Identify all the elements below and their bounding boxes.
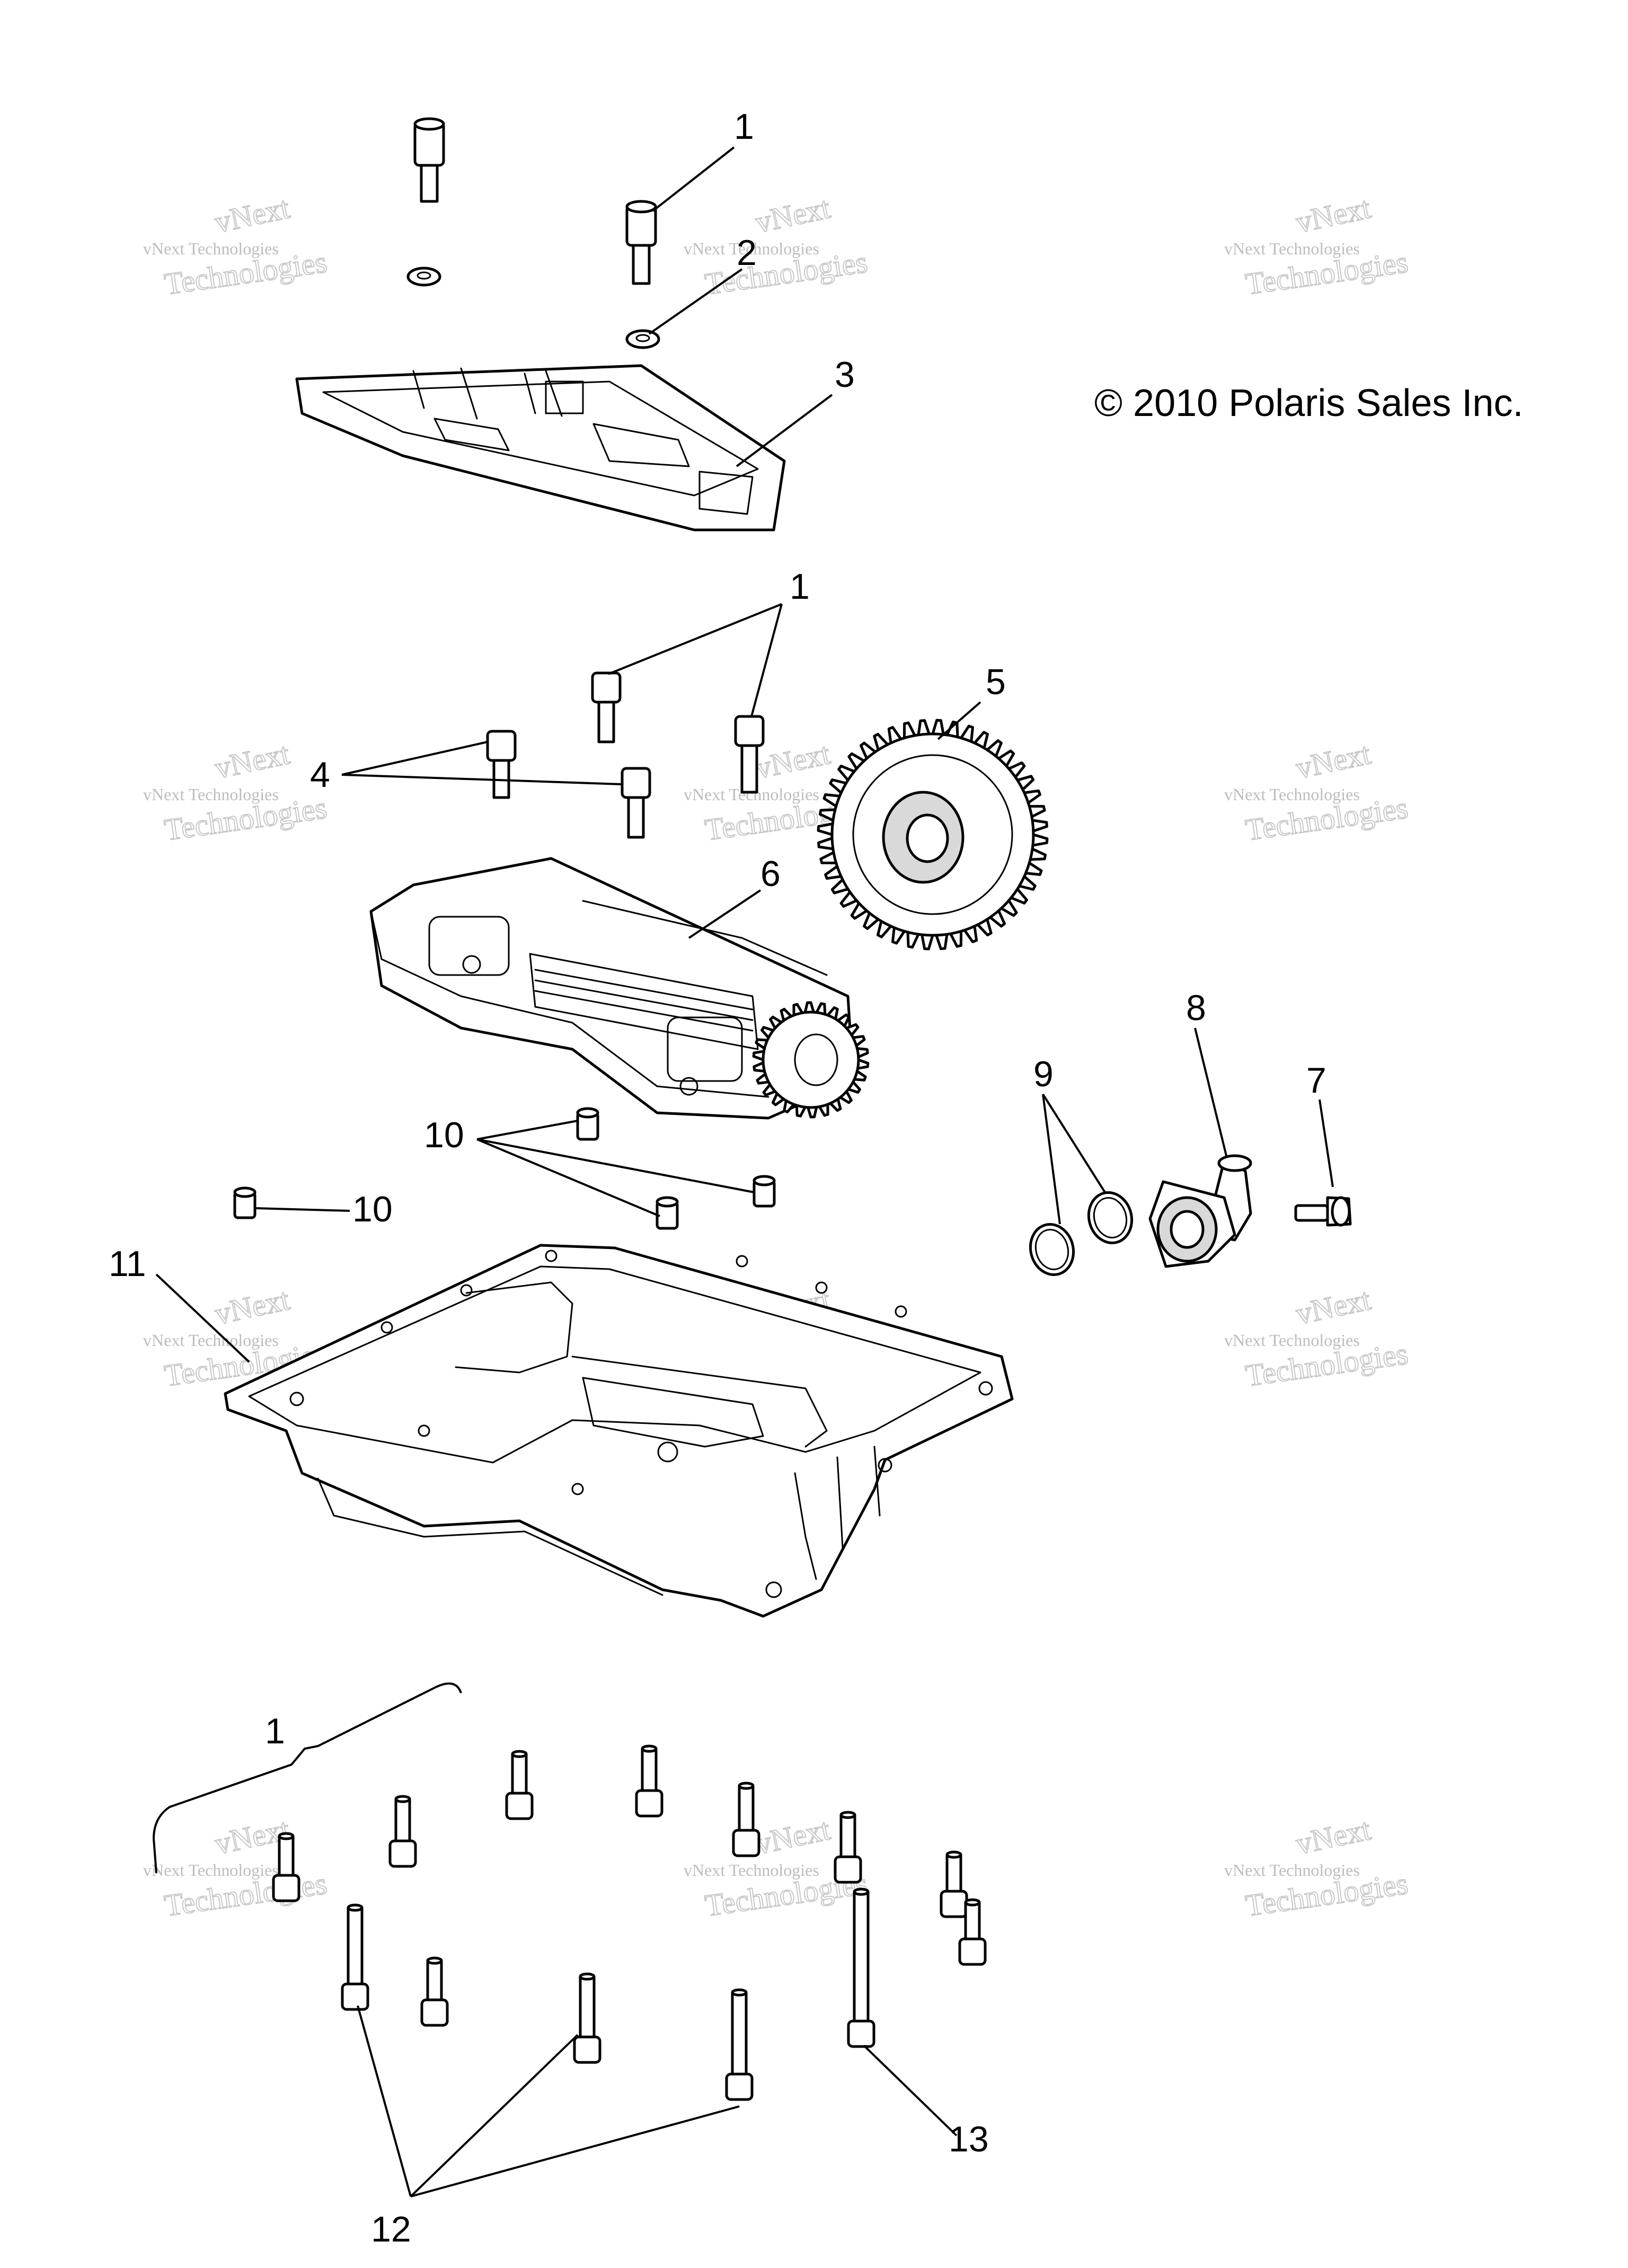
svg-text:vNext Technologies: vNext Technologies <box>143 785 279 804</box>
callout-5: 5 <box>986 662 1006 702</box>
elbow-fitting <box>1148 1154 1252 1268</box>
bottom-bolt <box>940 1850 968 1918</box>
bottom-bolt <box>388 1795 417 1868</box>
bottom-bolt <box>573 1972 601 2064</box>
callout-1-top: 1 <box>734 107 754 147</box>
washer-right <box>625 329 660 349</box>
pump-gear <box>752 1001 870 1119</box>
callout-9: 9 <box>1033 1054 1054 1094</box>
mid-bolt-d <box>621 767 651 839</box>
bottom-bolt <box>272 1832 300 1902</box>
svg-text:vNext Technologies: vNext Technologies <box>143 1861 279 1880</box>
bottom-bolt <box>958 1898 987 1966</box>
bottom-bolt <box>732 1782 760 1857</box>
oil-pan <box>224 1244 1014 1618</box>
bolt-group-brace <box>152 1682 462 1874</box>
baffle-plate <box>295 364 786 531</box>
dowel-a <box>576 1107 599 1141</box>
callout-8: 8 <box>1186 988 1206 1028</box>
svg-text:vNext: vNext <box>212 1282 293 1331</box>
svg-text:vNext Technologies: vNext Technologies <box>143 1331 279 1350</box>
copyright-text: © 2010 Polaris Sales Inc. <box>1094 382 1523 424</box>
svg-text:vNext: vNext <box>753 190 833 240</box>
top-bolt-right <box>625 200 657 285</box>
bottom-bolt <box>505 1750 534 1820</box>
callout-2: 2 <box>737 233 757 273</box>
callout-11: 11 <box>109 1244 146 1284</box>
svg-text:vNext: vNext <box>212 736 293 785</box>
svg-text:vNext Technologies: vNext Technologies <box>1224 1861 1360 1880</box>
callout-13: 13 <box>949 2119 989 2159</box>
fitting-screw <box>1294 1196 1352 1227</box>
bottom-bolt <box>420 1956 449 2027</box>
svg-text:vNext: vNext <box>753 1812 833 1861</box>
washer-left <box>406 267 441 287</box>
o-ring-b <box>1087 1191 1134 1245</box>
top-bolt-left <box>413 117 445 203</box>
svg-text:vNext Technologies: vNext Technologies <box>1224 239 1360 258</box>
svg-text:vNext Technologies: vNext Technologies <box>1224 1331 1360 1350</box>
svg-text:vNext Technologies: vNext Technologies <box>143 239 279 258</box>
o-ring-a <box>1029 1222 1075 1277</box>
svg-text:vNext: vNext <box>1293 1282 1374 1331</box>
dowel-b <box>753 1175 776 1208</box>
mid-bolt-b <box>734 715 765 794</box>
callout-3: 3 <box>835 355 855 395</box>
svg-text:vNext: vNext <box>1293 736 1374 785</box>
svg-text:vNext: vNext <box>212 190 293 240</box>
svg-text:vNext: vNext <box>753 736 833 785</box>
svg-text:vNext Technologies: vNext Technologies <box>684 1861 819 1880</box>
mid-bolt-a <box>591 671 622 743</box>
callout-1-bottom: 1 <box>265 1711 285 1751</box>
oil-pump-assembly <box>369 857 855 1120</box>
bottom-bolt <box>635 1744 663 1818</box>
bottom-bolt <box>341 1903 369 2011</box>
dowel-d <box>656 1196 679 1230</box>
callout-12: 12 <box>371 2209 411 2249</box>
callout-labels: 1 2 3 1 4 5 6 7 8 9 10 10 11 1 12 13 <box>109 107 1326 2249</box>
callout-6: 6 <box>760 854 781 894</box>
dowel-c <box>233 1186 256 1219</box>
mid-bolt-c <box>486 730 517 799</box>
svg-text:vNext Technologies: vNext Technologies <box>684 239 819 258</box>
svg-text:vNext Technologies: vNext Technologies <box>1224 785 1360 804</box>
bottom-bolt <box>834 1811 862 1884</box>
svg-text:vNext: vNext <box>1293 190 1374 240</box>
callout-1-mid: 1 <box>790 566 810 607</box>
bottom-bolt <box>847 1888 875 2048</box>
driven-gear <box>817 719 1049 951</box>
callout-4: 4 <box>310 755 330 795</box>
bottom-bolt <box>725 1988 754 2101</box>
svg-text:vNext: vNext <box>1293 1812 1374 1861</box>
leader-lines <box>155 146 1334 2198</box>
callout-7: 7 <box>1306 1060 1326 1101</box>
callout-10-lower: 10 <box>352 1189 393 1229</box>
callout-10-upper: 10 <box>424 1115 464 1155</box>
